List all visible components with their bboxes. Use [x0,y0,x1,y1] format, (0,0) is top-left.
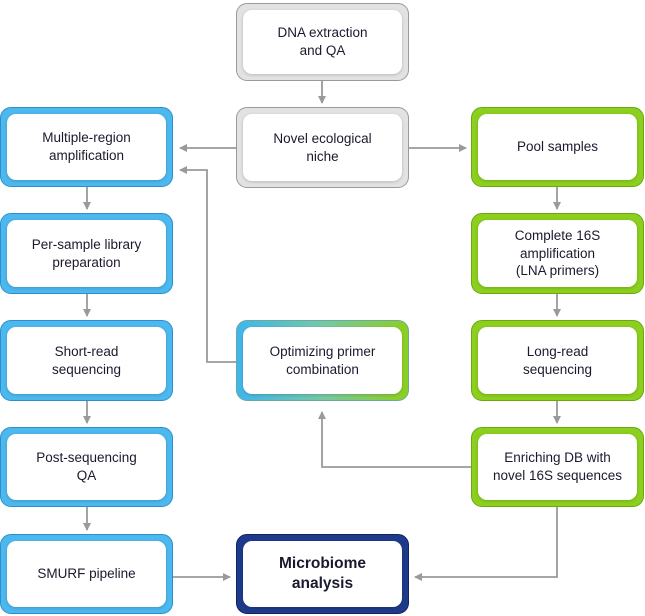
node-dna-extraction: DNA extraction and QA [236,3,409,81]
node-per-sample-label: Per-sample library preparation [7,220,166,287]
arrow-enriching-to-optimizing [318,411,473,468]
node-microbiome: Microbiome analysis [236,534,409,614]
node-novel-niche-label: Novel ecological niche [243,114,402,181]
node-smurf-label: SMURF pipeline [7,541,166,607]
node-microbiome-label: Microbiome analysis [243,541,402,607]
node-enriching-db-label: Enriching DB with novel 16S sequences [478,434,637,500]
node-long-read-label: Long-read sequencing [478,327,637,394]
node-novel-niche: Novel ecological niche [236,107,409,188]
node-smurf: SMURF pipeline [0,534,173,614]
node-long-read: Long-read sequencing [471,320,644,401]
node-post-seq-qa: Post-sequencing QA [0,427,173,507]
node-complete-16s: Complete 16S amplification (LNA primers) [471,213,644,294]
node-complete-16s-label: Complete 16S amplification (LNA primers) [478,220,637,287]
node-pool-samples-label: Pool samples [478,114,637,180]
node-short-read-label: Short-read sequencing [7,327,166,394]
node-multiple-region: Multiple-region amplification [0,107,173,187]
node-dna-extraction-label: DNA extraction and QA [243,10,402,74]
arrow-optimizing-to-multiple [179,166,236,363]
node-optimizing: Optimizing primer combination [236,320,409,401]
arrow-enriching-to-microbiome [414,507,558,581]
node-post-seq-qa-label: Post-sequencing QA [7,434,166,500]
node-multiple-region-label: Multiple-region amplification [7,114,166,180]
node-optimizing-label: Optimizing primer combination [243,327,402,394]
node-pool-samples: Pool samples [471,107,644,187]
node-short-read: Short-read sequencing [0,320,173,401]
node-per-sample: Per-sample library preparation [0,213,173,294]
node-enriching-db: Enriching DB with novel 16S sequences [471,427,644,507]
